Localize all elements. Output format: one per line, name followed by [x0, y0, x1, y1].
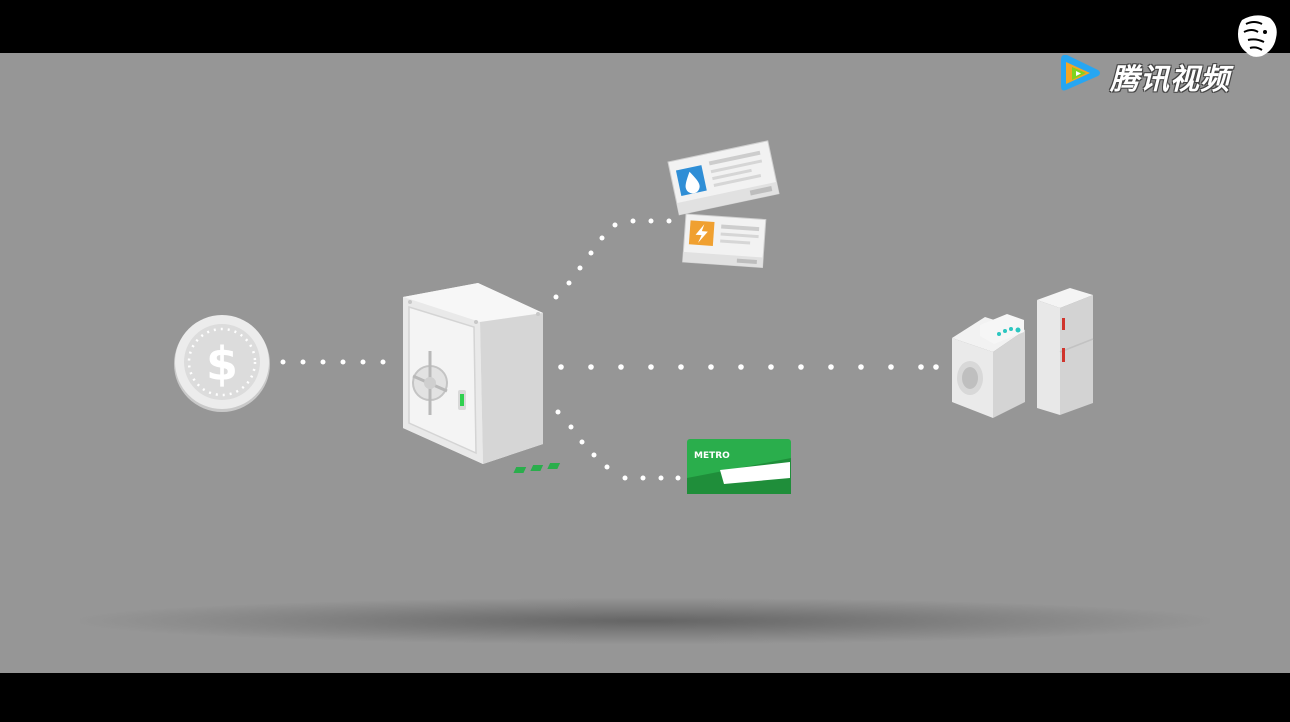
dollar-coin-icon: $ — [174, 315, 270, 412]
letterbox-top — [0, 0, 1290, 53]
washer-fridge-icon — [952, 288, 1094, 418]
letterbox-bottom — [0, 673, 1290, 722]
train-icon — [513, 462, 790, 484]
water-drop-icon — [685, 171, 700, 194]
play-triangle-icon — [1061, 55, 1100, 91]
lion-head-icon — [1238, 15, 1277, 57]
scene-illustration: $ — [174, 140, 1094, 494]
connector-safe-to-appliances — [558, 364, 939, 370]
coin-symbol: $ — [206, 337, 238, 391]
watermark-text: 腾讯视频 — [1110, 62, 1231, 96]
tencent-video-watermark: 腾讯视频 — [1058, 52, 1258, 96]
connector-safe-to-metro — [555, 409, 681, 481]
connector-safe-to-bills — [553, 218, 672, 300]
lightning-bolt-icon — [695, 224, 708, 243]
water-bill-card — [667, 140, 780, 216]
floor-shadow — [80, 598, 1210, 644]
electric-bill-card — [682, 213, 767, 268]
dotted-connectors — [280, 218, 939, 481]
animation-stage: $ — [0, 53, 1290, 673]
safe-vault-icon — [403, 283, 543, 464]
metro-card: METRO — [513, 439, 791, 494]
connector-coin-to-safe — [280, 359, 386, 365]
metro-label: METRO — [694, 451, 730, 461]
